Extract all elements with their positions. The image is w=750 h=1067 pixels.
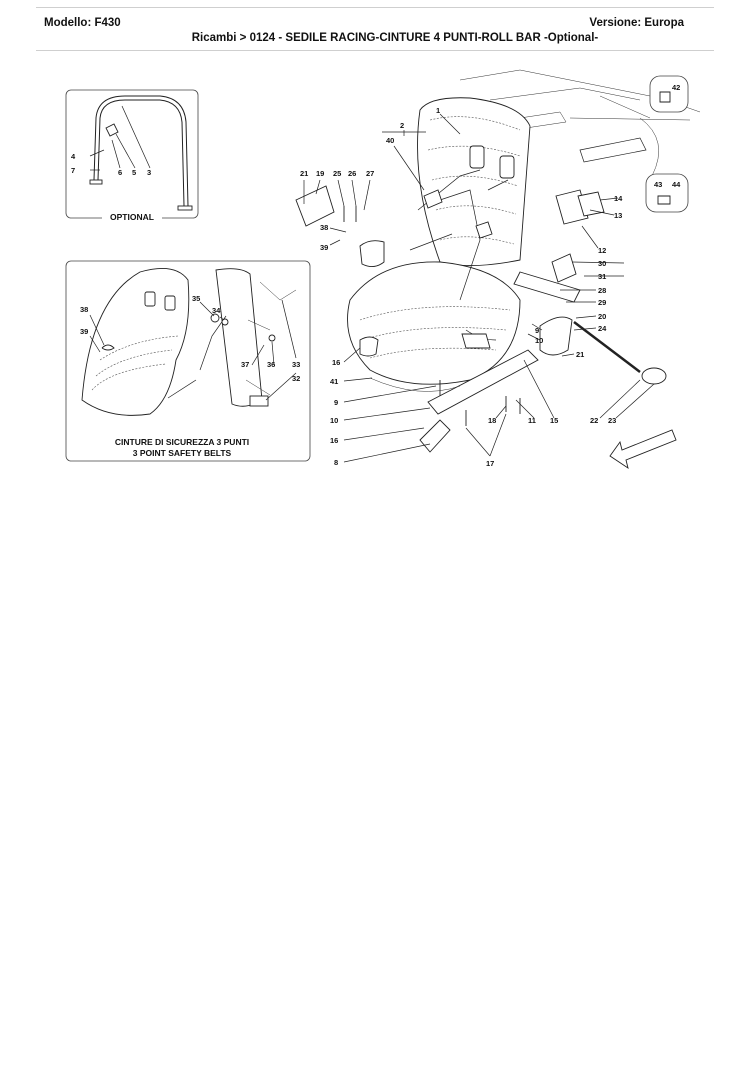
callout-9-right: 9 (535, 326, 539, 335)
callout-39-inset: 39 (80, 327, 88, 336)
callout-10-right: 10 (535, 336, 543, 345)
caption-belts-en: 3 POINT SAFETY BELTS (133, 448, 232, 458)
callout-28: 28 (598, 286, 606, 295)
breadcrumb: Ricambi > 0124 - SEDILE RACING-CINTURE 4… (191, 32, 599, 44)
callout-39: 39 (320, 243, 328, 252)
callout-8: 8 (334, 458, 338, 467)
callout-1: 1 (436, 106, 440, 115)
callout-5: 5 (132, 168, 136, 177)
callout-29: 29 (598, 298, 606, 307)
callout-17: 17 (486, 459, 494, 468)
callout-43: 43 (654, 180, 662, 189)
callout-40: 40 (386, 136, 394, 145)
callout-10-left: 10 (330, 416, 338, 425)
callout-16-bottom: 16 (330, 436, 338, 445)
callout-22: 22 (590, 416, 598, 425)
main-seat-assembly: 42 43 44 (295, 69, 701, 470)
callout-30: 30 (598, 259, 606, 268)
inset-3-point-belts: 38 39 35 34 37 36 33 32 CINTURE DI SICUR… (65, 260, 311, 462)
callout-26: 26 (348, 169, 356, 178)
callout-9-left: 9 (334, 398, 338, 407)
caption-belts-it: CINTURE DI SICUREZZA 3 PUNTI (115, 437, 249, 447)
callout-36: 36 (267, 360, 275, 369)
callout-38-inset: 38 (80, 305, 88, 314)
callout-31: 31 (598, 272, 606, 281)
callout-15: 15 (550, 416, 558, 425)
callout-4: 4 (71, 152, 76, 161)
callout-23: 23 (608, 416, 616, 425)
callout-37: 37 (241, 360, 249, 369)
callout-44: 44 (672, 180, 681, 189)
callout-33: 33 (292, 360, 300, 369)
callout-32: 32 (292, 374, 300, 383)
callout-21-right: 21 (576, 350, 584, 359)
callout-7: 7 (71, 166, 75, 175)
callout-35: 35 (192, 294, 200, 303)
callout-19: 19 (316, 169, 324, 178)
callout-6: 6 (118, 168, 122, 177)
header-top-rule (36, 7, 714, 8)
callout-24: 24 (598, 324, 607, 333)
callout-16-top: 16 (332, 358, 340, 367)
callout-38: 38 (320, 223, 328, 232)
callout-25: 25 (333, 169, 341, 178)
callout-18: 18 (488, 416, 496, 425)
callout-13: 13 (614, 211, 622, 220)
callout-14: 14 (614, 194, 623, 203)
inset-roll-bar: 4 7 6 5 3 OPTIONAL (65, 89, 199, 222)
callout-11: 11 (528, 416, 536, 425)
callout-12: 12 (598, 246, 606, 255)
callout-21-top: 21 (300, 169, 308, 178)
callout-34: 34 (212, 306, 221, 315)
callout-3: 3 (147, 168, 151, 177)
callout-42: 42 (672, 83, 680, 92)
exploded-parts-diagram: 4 7 6 5 3 OPTIONAL 38 39 35 34 37 36 (65, 69, 701, 470)
header-bottom-rule (36, 50, 714, 51)
caption-optional: OPTIONAL (110, 212, 154, 222)
version-label: Versione: Europa (589, 17, 684, 29)
callout-27: 27 (366, 169, 374, 178)
callout-41: 41 (330, 377, 338, 386)
callout-20: 20 (598, 312, 606, 321)
callout-2: 2 (400, 121, 404, 130)
model-label: Modello: F430 (44, 17, 121, 29)
